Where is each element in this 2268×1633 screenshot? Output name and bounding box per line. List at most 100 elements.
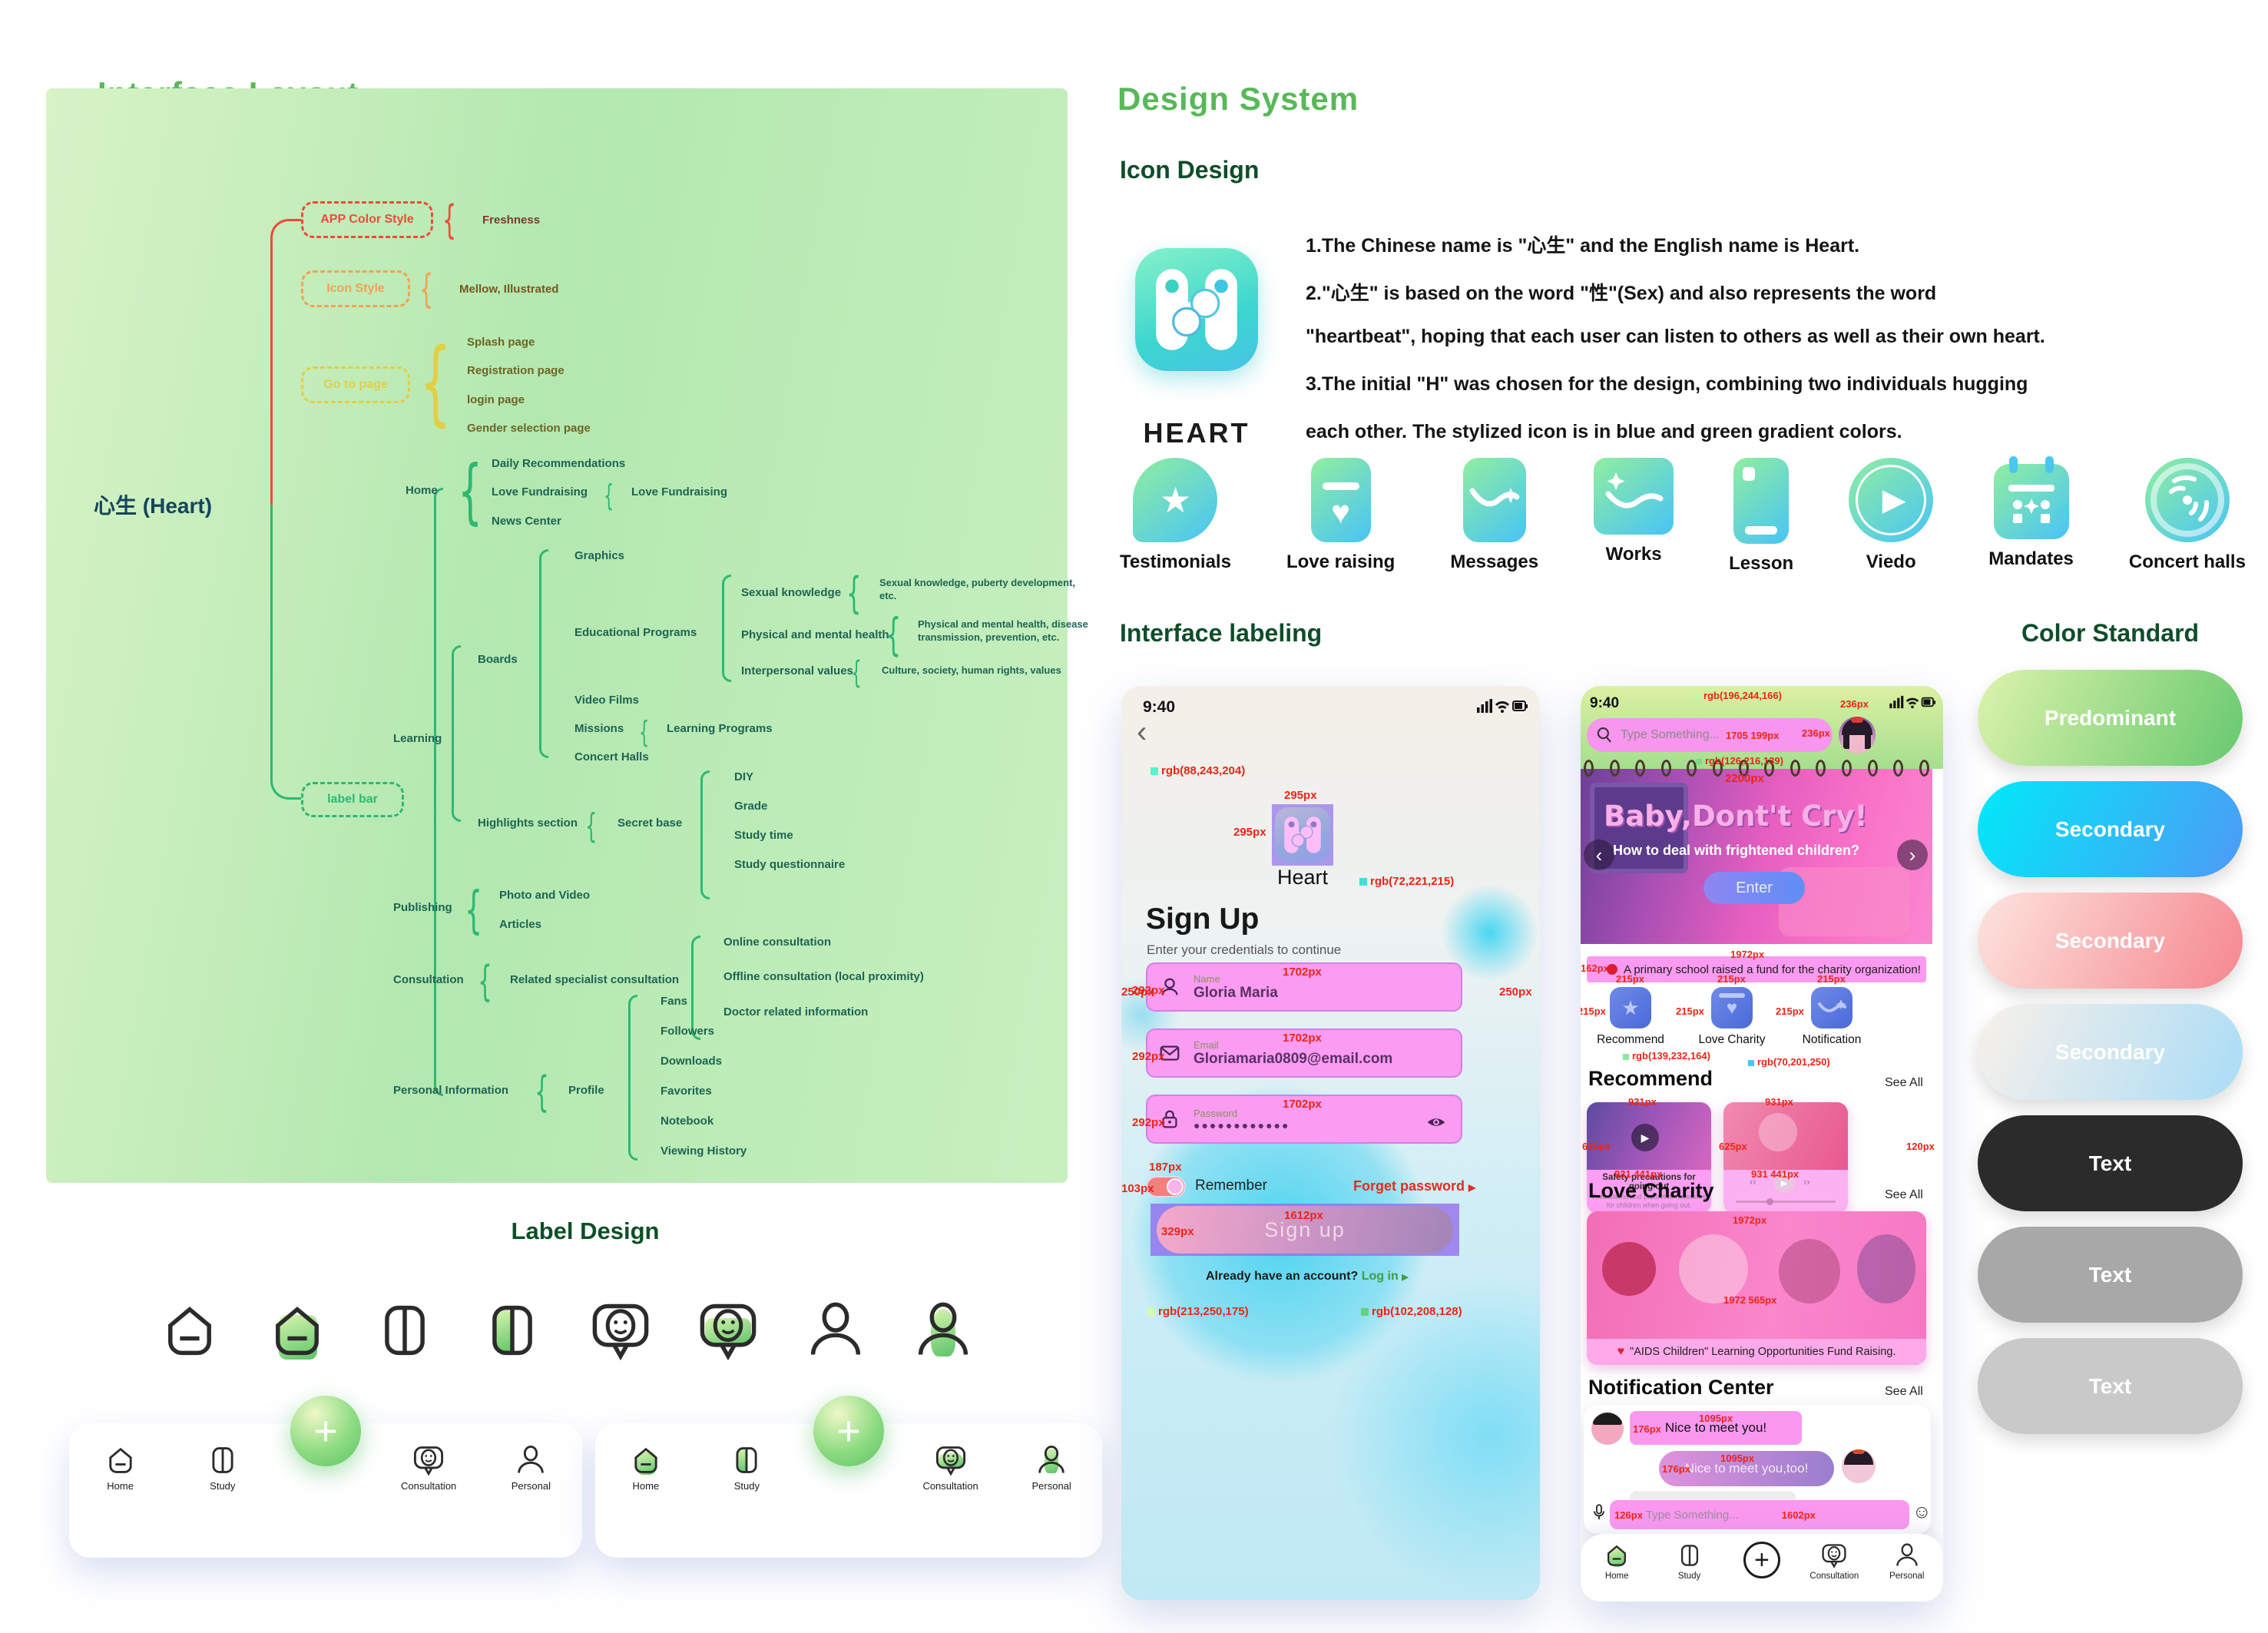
viedo-icon: ▶ [1849,458,1934,542]
forward-icon[interactable]: ›› [1803,1176,1810,1187]
remember-toggle[interactable] [1146,1176,1186,1197]
brace [886,616,901,654]
add-button[interactable]: + [813,1396,884,1466]
love-charity-heading: Love Charity [1588,1179,1714,1202]
annotation-color: rgb(88,243,204) [1151,764,1245,777]
design-system-title: Design System [1117,81,1359,117]
love-charity-icon[interactable]: ♥ [1711,987,1753,1028]
banner-next-button[interactable]: › [1897,840,1928,870]
tab-consultation[interactable]: Consultation [394,1443,463,1492]
avatar-user [1842,1449,1876,1483]
card-title: Safety precautions for going out [1602,1173,1696,1191]
nav-personal[interactable]: Personal [1876,1542,1938,1581]
annotation-size: 931 441px [1614,1168,1663,1180]
charity-card[interactable]: ♥ "AIDS Children" Learning Opportunities… [1587,1211,1926,1365]
brace [585,812,597,840]
annotation-size: 292px [1132,984,1165,997]
icon-design-heading: Icon Design [1120,156,1260,184]
banner-prev-button[interactable]: ‹ [1584,840,1614,870]
enter-button[interactable]: Enter [1703,872,1805,904]
chat-input[interactable]: 126px Type Something... 1602px [1610,1500,1909,1529]
rewind-icon[interactable]: ‹‹ [1750,1176,1756,1187]
annotation-size: 215px [1817,973,1846,985]
consultation-icon [588,1298,653,1364]
tab-study[interactable]: Study [712,1443,781,1492]
mindmap-node-favorites: Favorites [661,1085,712,1098]
mindmap-root: 心生 (Heart) [94,494,213,518]
banner[interactable]: Baby,Dont't Cry! How to deal with fright… [1581,769,1932,944]
add-button[interactable]: + [290,1396,361,1466]
chat-message-out[interactable]: Nice to meet you,too! [1659,1451,1834,1486]
news-marquee[interactable]: A primary school raised a fund for the c… [1587,956,1926,982]
mindmap-node-sexual-knowledge: Sexual knowledge [741,586,842,599]
play-icon[interactable]: ▶ [1631,1124,1659,1151]
eye-icon[interactable] [1425,1111,1447,1133]
search-bar[interactable]: Type Something... 1705 199px [1587,718,1833,752]
nav-consultation[interactable]: Consultation [1803,1542,1865,1581]
nav-home[interactable]: Home [1586,1542,1647,1581]
tab-personal[interactable]: Personal [496,1443,565,1492]
see-all-link[interactable]: See All [1885,1385,1923,1398]
signup-button[interactable]: Sign up [1157,1206,1453,1254]
tab-study[interactable]: Study [188,1443,257,1492]
annotation-size: 931 441px [1751,1168,1800,1180]
mindmap-node-articles: Articles [499,918,542,931]
password-field[interactable]: Password●●●●●●●●●●●● [1146,1095,1462,1144]
tab-bar-inactive: Home Study + Consultation Personal [69,1396,582,1558]
heart-app-icon-small[interactable] [1275,807,1330,863]
recommend-icon[interactable]: ★ [1610,987,1651,1028]
notification-icon[interactable] [1811,987,1852,1028]
tab-home[interactable]: Home [86,1443,155,1492]
tab-personal[interactable]: Personal [1017,1443,1086,1492]
annotation-size: 1705 199px [1725,729,1780,741]
color-pill-secondary-pink: Secondary [1978,893,2243,989]
brace-boards [539,549,548,758]
status-icons [1477,698,1528,714]
heart-app-icon [1135,248,1258,371]
pill-label: Text [2088,1151,2132,1175]
recommend-card-1[interactable]: ▶ Safety precautions for going out Preca… [1587,1102,1711,1214]
mindmap-node-daily: Daily Recommendations [492,457,626,470]
pill-label: Secondary [2054,816,2166,841]
mindmap-node-home: Home [406,484,438,497]
emoji-button[interactable]: ☺ [1912,1502,1932,1522]
chat-panel: Nice to meet you! 1095px 176px Nice to m… [1584,1405,1932,1534]
tab-home[interactable]: Home [611,1443,680,1492]
search-placeholder: Type Something... [1621,728,1720,741]
mindmap-node-gender: Gender selection page [467,422,591,435]
back-button[interactable]: ‹ [1137,715,1147,749]
mindmap-node-physical-detail: Physical and mental health, disease tran… [918,618,1088,643]
mindmap-node-news-center: News Center [492,515,561,528]
progress-bar[interactable] [1736,1198,1836,1205]
study-icon [372,1298,437,1364]
bottom-nav: Home Study + Consultation Personal [1581,1534,1943,1602]
see-all-link[interactable]: See All [1885,1076,1923,1089]
nav-study[interactable]: Study [1659,1542,1720,1581]
mic-icon[interactable] [1590,1503,1608,1522]
love-raising-icon: ♥ [1310,458,1371,542]
mindmap-node-doctor-info: Doctor related information [723,1005,869,1019]
annotation-color: rgb(139,232,164) [1623,1050,1710,1062]
forget-password-link[interactable]: Forget password ▶ [1353,1178,1476,1194]
mindmap-node-interpersonal-detail: Culture, society, human rights, values [882,664,1061,676]
annotation-size: 215px [1616,973,1644,985]
mindmap-node-label-bar: label bar [301,782,404,817]
play-icon[interactable]: ▶ [1774,1173,1794,1193]
connector-red [270,219,301,505]
brace [458,462,482,522]
chat-message-in[interactable]: Nice to meet you! [1630,1411,1802,1445]
annotation-size: 126px [1614,1509,1643,1521]
node-label: Icon Style [326,282,385,295]
avatar[interactable] [1839,717,1876,754]
login-link[interactable]: Log in [1361,1270,1399,1283]
recommend-card-2[interactable]: ‹‹ ▶ ›› [1723,1102,1848,1214]
mindmap-node-diy: DIY [734,770,754,783]
nav-add[interactable]: + [1731,1542,1793,1578]
desc-line: each other. The stylized icon is in blue… [1306,421,1902,442]
search-icon [1594,725,1614,745]
consultation-active-icon [696,1298,760,1364]
tab-consultation[interactable]: Consultation [916,1443,985,1492]
see-all-link[interactable]: See All [1885,1188,1923,1201]
